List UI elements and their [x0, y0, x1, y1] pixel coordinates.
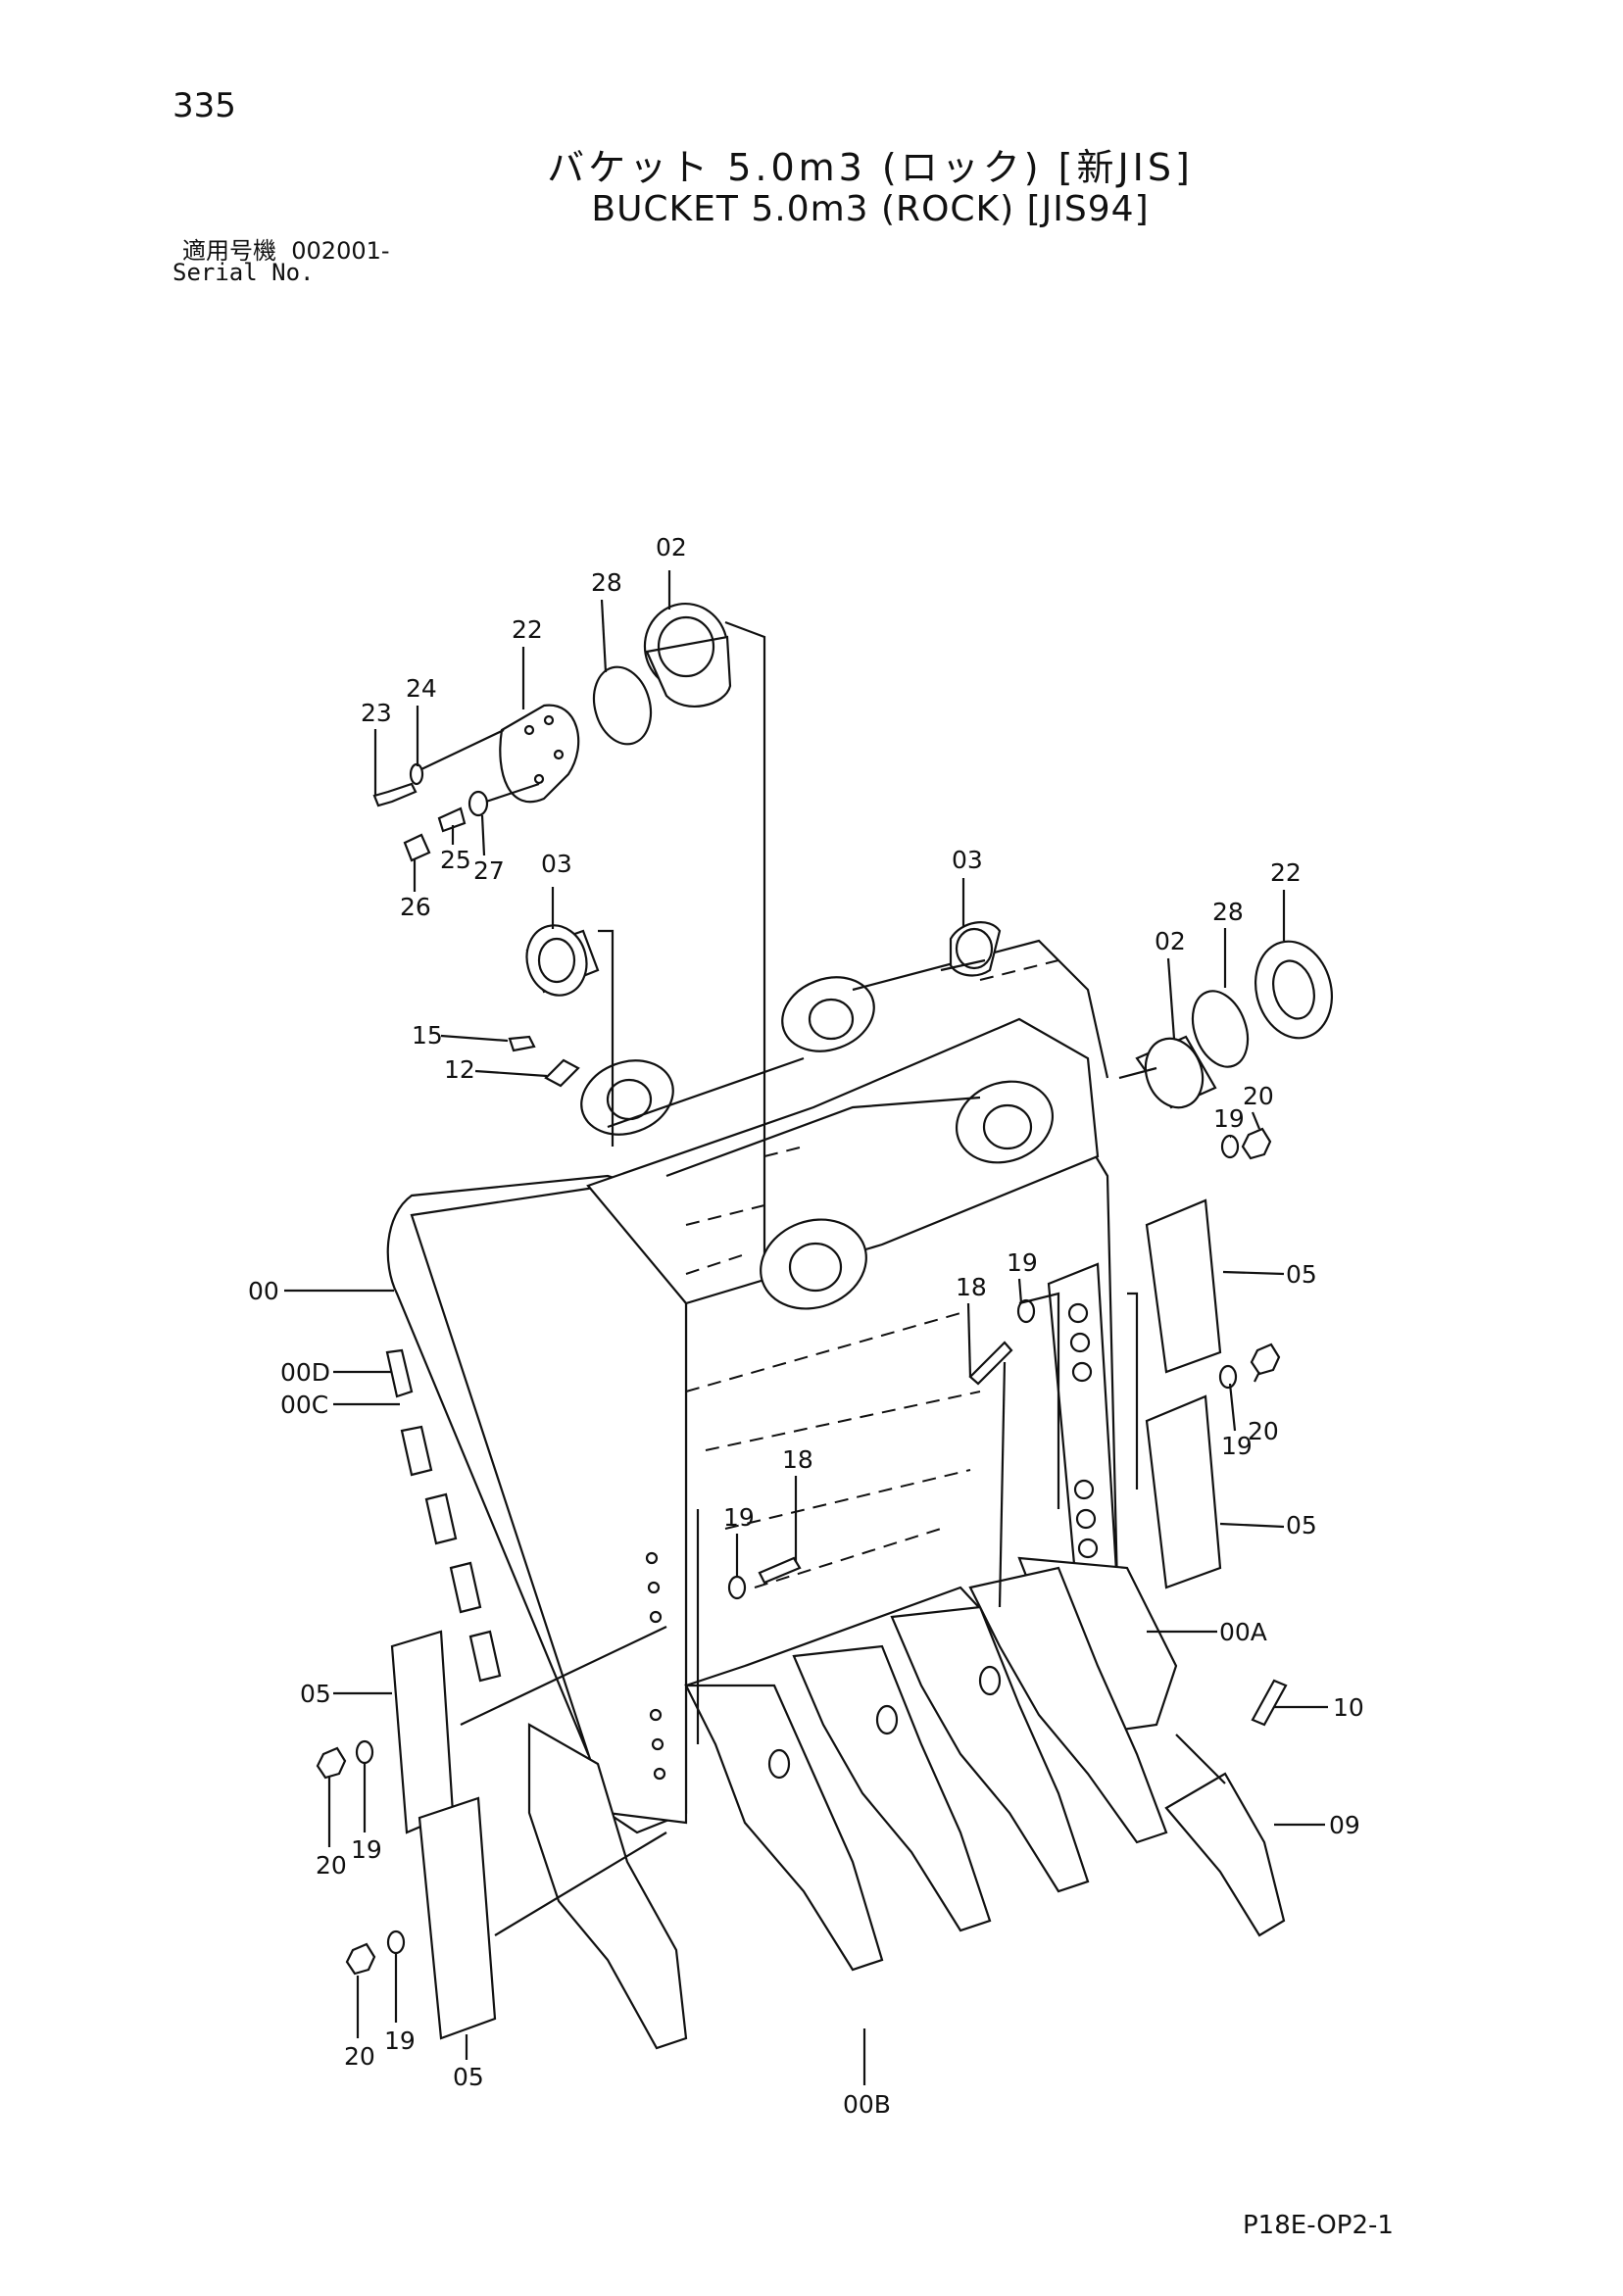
footer-code: P18E-OP2-1 — [1243, 2211, 1394, 2240]
label-19e: 19 — [351, 1835, 382, 1864]
serial-label-japanese: 適用号機 002001- — [182, 231, 390, 266]
part-19-washer-c — [1016, 1298, 1036, 1324]
part-19-washer-d — [727, 1575, 747, 1600]
part-19-washer-e — [355, 1739, 374, 1765]
label-03b: 03 — [952, 846, 983, 874]
label-22b: 22 — [1270, 858, 1302, 887]
label-02b: 02 — [1155, 927, 1186, 955]
loose-parts — [316, 602, 1334, 2040]
label-00: 00 — [248, 1277, 279, 1305]
part-18-bolt-right — [968, 1341, 1013, 1386]
label-23: 23 — [361, 699, 392, 727]
part-23-bolt — [372, 782, 418, 807]
label-28b: 28 — [1212, 898, 1244, 926]
label-28a: 28 — [591, 568, 622, 597]
part-18-bolt-mid — [758, 1556, 802, 1585]
part-05-wearbar-lower-left — [418, 1796, 497, 2040]
part-19-washer-b — [1218, 1364, 1238, 1390]
part-19-washer-a — [1220, 1134, 1240, 1159]
part-27-nut — [467, 790, 489, 817]
label-00D: 00D — [280, 1358, 330, 1387]
label-00B: 00B — [843, 2090, 891, 2119]
part-09-point — [1164, 1772, 1286, 1937]
label-09: 09 — [1329, 1811, 1360, 1839]
part-12-plate — [544, 1058, 580, 1088]
label-20a: 20 — [1243, 1082, 1274, 1110]
title-japanese: バケット 5.0m3 (ロック) [新JIS] — [547, 146, 1194, 189]
label-19f: 19 — [384, 2027, 416, 2055]
label-18b: 18 — [782, 1445, 813, 1474]
label-19a: 19 — [1213, 1104, 1245, 1133]
label-05a: 05 — [1286, 1260, 1317, 1289]
label-19c: 19 — [1221, 1432, 1253, 1460]
label-15: 15 — [412, 1021, 443, 1050]
part-10-pin — [1251, 1679, 1288, 1727]
label-00A: 00A — [1219, 1618, 1267, 1646]
label-18a: 18 — [956, 1273, 987, 1301]
part-28-ring-right — [1191, 990, 1250, 1068]
part-05-wearbar-lower-right — [1145, 1394, 1222, 1589]
part-20-nut-b — [1250, 1343, 1281, 1376]
part-20-nut-c — [316, 1746, 347, 1780]
part-22-cap-right — [1254, 940, 1334, 1040]
part-26-plug — [403, 833, 431, 862]
label-22a: 22 — [512, 615, 543, 644]
part-20-nut-d — [345, 1942, 376, 1976]
label-26: 26 — [400, 893, 431, 921]
label-19d: 19 — [723, 1503, 755, 1532]
title-english: BUCKET 5.0m3 (ROCK) [JIS94] — [591, 189, 1150, 229]
label-19b: 19 — [1007, 1248, 1038, 1277]
label-10: 10 — [1333, 1693, 1364, 1722]
part-19-washer-f — [386, 1930, 406, 1955]
part-05-wearbar-upper-right — [1145, 1198, 1222, 1374]
label-05c: 05 — [300, 1680, 331, 1708]
label-03a: 03 — [541, 850, 572, 878]
label-25: 25 — [440, 846, 471, 874]
label-12: 12 — [444, 1055, 475, 1084]
label-05b: 05 — [1286, 1511, 1317, 1539]
page-number: 335 — [172, 86, 236, 125]
part-22-cap-top — [499, 704, 580, 804]
serial-label-english: Serial No. — [172, 259, 315, 286]
serial-label-jp-text: 適用号機 — [182, 237, 276, 265]
part-25-fitting — [437, 806, 467, 833]
label-05d: 05 — [453, 2063, 484, 2091]
label-24: 24 — [406, 674, 437, 703]
label-02a: 02 — [656, 533, 687, 562]
part-24-washer — [409, 762, 424, 786]
label-20d: 20 — [344, 2042, 375, 2071]
part-labels: 02 28 22 24 23 25 26 27 03 15 12 03 02 2… — [248, 533, 1364, 2119]
part-15-bolt — [508, 1035, 536, 1052]
label-00C: 00C — [280, 1391, 328, 1419]
label-20c: 20 — [316, 1851, 347, 1880]
label-20b: 20 — [1248, 1417, 1279, 1445]
part-05-wearbar-upper-left — [390, 1630, 455, 1834]
leader-lines — [284, 570, 1328, 2085]
part-28-ring-top — [592, 665, 653, 746]
serial-value: 002001- — [291, 237, 390, 265]
part-20-nut-a — [1241, 1127, 1272, 1160]
label-27: 27 — [473, 856, 505, 885]
